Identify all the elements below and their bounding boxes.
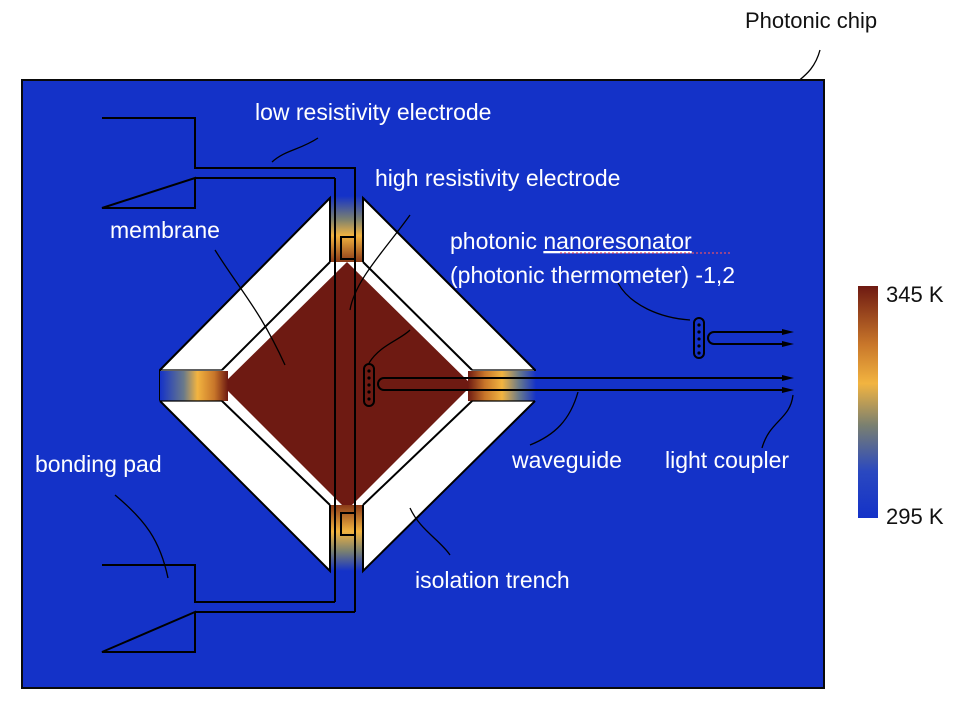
leader-nanoresonator-2: [617, 282, 691, 321]
label-low-resistivity-electrode: low resistivity electrode: [255, 99, 491, 125]
chip-label: Photonic chip: [745, 8, 877, 33]
tether-right: [468, 371, 536, 401]
coupler-arrow-1: [782, 375, 794, 381]
membrane: [222, 262, 472, 510]
label-light-coupler: light coupler: [665, 447, 789, 473]
tether-left: [160, 371, 228, 401]
leader-low-res: [271, 137, 319, 163]
colorbar-max-label: 345 K: [886, 282, 944, 307]
label-isolation-trench: isolation trench: [415, 567, 570, 593]
trench-outline-br: [362, 400, 536, 574]
leader-waveguide: [529, 391, 579, 446]
label-bonding-pad: bonding pad: [35, 451, 162, 477]
label-high-resistivity-electrode: high resistivity electrode: [375, 165, 620, 191]
leader-membrane: [214, 249, 286, 366]
high-resistivity-electrode-top: [340, 236, 356, 260]
leader-nanoresonator-1: [368, 329, 411, 364]
label-waveguide: waveguide: [511, 447, 622, 473]
nanoresonator-on-membrane: [363, 363, 375, 407]
electrode-line-right: [345, 167, 356, 612]
leader-light-coupler: [761, 394, 794, 449]
reference-resonator-holes: [697, 323, 701, 355]
leader-isolation-trench: [409, 507, 451, 556]
coupler-arrow-2: [782, 387, 794, 393]
coupler-arrow-4: [782, 341, 794, 347]
trench-outline-bl: [159, 400, 331, 574]
bonding-pad-bottom: [101, 564, 355, 653]
nanoresonator-holes: [367, 369, 371, 401]
high-resistivity-electrode-bottom: [340, 512, 356, 536]
colorbar: [858, 286, 878, 518]
colorbar-min-label: 295 K: [886, 504, 944, 529]
label-membrane: membrane: [110, 217, 220, 243]
reference-waveguide: [707, 331, 790, 345]
label-nanoresonator-line2: (photonic thermometer) -1,2: [450, 262, 735, 288]
leader-bonding-pad: [114, 494, 169, 579]
trench-outline-tl: [159, 195, 331, 371]
nanoresonator-reference: [693, 317, 705, 359]
bonding-pad-top: [101, 117, 345, 209]
tether-edges: [160, 369, 535, 402]
membrane-outline: [221, 261, 473, 506]
waveguide: [377, 377, 790, 391]
coupler-arrow-3: [782, 329, 794, 335]
trench-outline-tr: [362, 195, 536, 371]
leader-high-res: [349, 214, 411, 311]
label-nanoresonator-line1: photonic nanoresonator: [450, 228, 692, 254]
